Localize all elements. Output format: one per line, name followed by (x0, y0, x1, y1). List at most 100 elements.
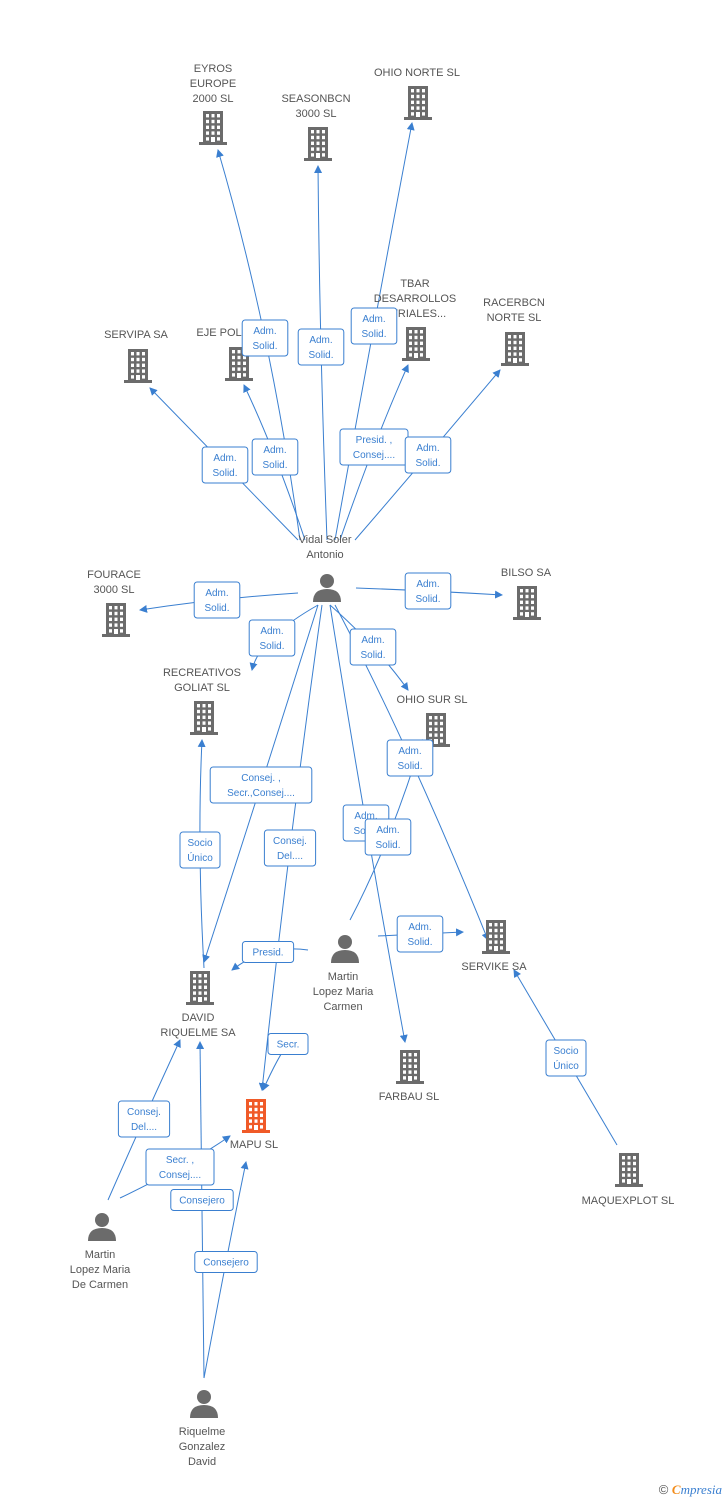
node-maquexplot[interactable]: MAQUEXPLOT SL (582, 1153, 675, 1207)
edge-label-line: Solid. (407, 937, 432, 948)
node-label: Carmen (323, 1001, 362, 1013)
edge-label-martin1-to-ohiosur[interactable]: Adm.Solid. (364, 818, 412, 856)
edge-label-box (386, 739, 434, 777)
node-david[interactable]: DAVID RIQUELME SA (160, 971, 236, 1039)
node-label: OHIO NORTE SL (374, 67, 460, 79)
edge-label-martin2-to-david[interactable]: Consej.Del.... (117, 1100, 171, 1138)
edge-label-box (194, 1251, 258, 1273)
node-label: FARBAU SL (379, 1091, 440, 1103)
node-ohiosur[interactable]: OHIO SUR SL (397, 694, 468, 747)
edge-label-box (364, 818, 412, 856)
node-label: Riquelme (179, 1426, 225, 1438)
edge-label-vidal-to-servipa[interactable]: Adm.Solid. (201, 446, 249, 484)
edge-label-martin1-to-david[interactable]: Presid. (241, 941, 295, 963)
edge-label-line: Consej. (273, 836, 307, 847)
node-label: Antonio (306, 549, 343, 561)
edge-label-box (248, 619, 296, 657)
node-tbar[interactable]: TBARDESARROLLOSSTRIALES... (374, 278, 457, 361)
edge-label-riquelme-to-mapu[interactable]: Consejero (194, 1251, 258, 1273)
edge-label-box (193, 581, 241, 619)
building-icon (615, 1153, 643, 1187)
edge-label-box (209, 766, 313, 804)
edge-label-line: Solid. (397, 761, 422, 772)
edge-label-box (404, 436, 452, 474)
edge-label-line: Solid. (308, 350, 333, 361)
person-icon (313, 574, 341, 602)
node-mapu[interactable]: MAPU SL (230, 1099, 278, 1151)
edge-label-line: Solid. (415, 594, 440, 605)
edge-label-line: Consej.... (159, 1170, 201, 1181)
edge-label-vidal-to-ejepol[interactable]: Adm.Solid. (251, 438, 299, 476)
brand-initial: C (671, 1482, 681, 1497)
node-farbau[interactable]: FARBAU SL (379, 1050, 440, 1103)
edge-label-line: Secr.,Consej.... (227, 788, 295, 799)
edge-label-line: Solid. (262, 460, 287, 471)
edge-label-line: Único (553, 1059, 579, 1072)
edge-label-box (349, 628, 397, 666)
node-label: 3000 SL (94, 584, 135, 596)
empresia-logo[interactable]: Cmpresia (672, 1482, 722, 1497)
node-servipa[interactable]: SERVIPA SA (104, 329, 169, 383)
edge-label-martin2-to-mapu[interactable]: Secr. ,Consej.... (145, 1148, 215, 1186)
edge-label-box (170, 1189, 234, 1211)
node-label: RIQUELME SA (160, 1027, 236, 1039)
edge-label-box (545, 1039, 587, 1077)
edge-label-vidal-to-tbar[interactable]: Presid. ,Consej.... (339, 428, 409, 466)
edge-label-line: Adm. (354, 811, 377, 822)
edge-label-line: Consejero (179, 1196, 225, 1207)
node-label: SERVIPA SA (104, 329, 168, 341)
edge-label-line: Adm. (260, 626, 283, 637)
edge-label-vidal-to-david[interactable]: Consej. ,Secr.,Consej.... (209, 766, 313, 804)
node-ohionorte[interactable]: OHIO NORTE SL (374, 67, 460, 120)
person-icon (331, 935, 359, 963)
edge-label-line: Consej. (127, 1107, 161, 1118)
building-icon (190, 701, 218, 735)
edge-label-martin1-to-servike[interactable]: Adm.Solid. (396, 915, 444, 953)
edge-label-riquelme-to-david[interactable]: Consejero (170, 1189, 234, 1211)
edge-label-box (267, 1033, 309, 1055)
node-label: OHIO SUR SL (397, 694, 468, 706)
edge-label-martin1-to-mapu[interactable]: Secr. (267, 1033, 309, 1055)
edge-label-line: Socio (187, 838, 212, 849)
node-label: FOURACE (87, 569, 141, 581)
node-label: RECREATIVOS (163, 667, 241, 679)
edge-label-box (145, 1148, 215, 1186)
person-icon (88, 1213, 116, 1241)
edge-label-vidal-to-racerbcn[interactable]: Adm.Solid. (404, 436, 452, 474)
edge-label-vidal-to-bilso[interactable]: Adm.Solid. (404, 572, 452, 610)
node-label: Martin (328, 971, 359, 983)
person-icon (190, 1390, 218, 1418)
edge-label-line: Solid. (361, 329, 386, 340)
node-bilso[interactable]: BILSO SA (501, 567, 552, 620)
edge-label-vidal-to-recreativos[interactable]: Adm.Solid. (248, 619, 296, 657)
building-icon (513, 586, 541, 620)
edge-label-vidal-to-ohionorte[interactable]: Adm.Solid. (350, 307, 398, 345)
node-fourace[interactable]: FOURACE 3000 SL (87, 569, 141, 637)
node-label: EJE POL (196, 327, 241, 339)
edge-label-vidal-to-servike[interactable]: Adm.Solid. (386, 739, 434, 777)
edge-label-vidal-to-ohiosur[interactable]: Adm.Solid. (349, 628, 397, 666)
edge-label-vidal-to-eyros[interactable]: Adm.Solid. (241, 319, 289, 357)
node-servike[interactable]: SERVIKE SA (461, 920, 527, 973)
edge-label-vidal-to-fourace[interactable]: Adm.Solid. (193, 581, 241, 619)
building-icon (199, 111, 227, 145)
node-label: DAVID (182, 1012, 215, 1024)
node-label: SERVIKE SA (461, 961, 527, 973)
edge-label-line: Consej.... (353, 450, 395, 461)
footer-credit: © Cmpresia (659, 1482, 722, 1498)
edge-label-vidal-to-seasonbcn[interactable]: Adm.Solid. (297, 328, 345, 366)
edge-label-line: Solid. (360, 650, 385, 661)
edge-label-vidal-to-mapu[interactable]: Consej.Del.... (263, 829, 317, 867)
